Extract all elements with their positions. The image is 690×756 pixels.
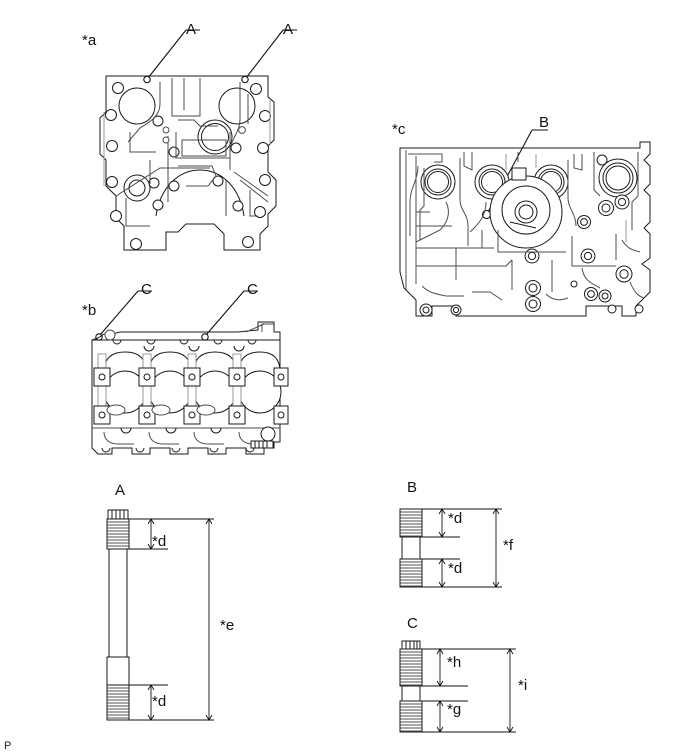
bolt-c-dim-i — [422, 648, 516, 733]
cover-bolt-holes — [105, 82, 271, 250]
bolt-c-dim-label-h: *h — [447, 654, 462, 671]
figure-a-reference-label: *a — [82, 32, 97, 49]
cover-large-bores — [118, 87, 256, 202]
figure-b-reference-label: *b — [82, 302, 97, 319]
cover-outline — [99, 75, 277, 251]
callout-label-b: B — [539, 114, 550, 131]
bolt-a-dim-label-d-bottom: *d — [152, 693, 167, 710]
bolt-b-dim-label-d-bottom: *d — [448, 560, 463, 577]
block-serration-detail — [250, 440, 274, 449]
block-bearing-webs — [93, 353, 289, 425]
block-deck-notches — [104, 329, 257, 352]
block-side-bores — [103, 351, 282, 414]
bolt-a-body — [106, 509, 130, 721]
bolt-b-dim-label-d-top: *d — [448, 510, 463, 527]
bolt-b-drawing — [399, 508, 502, 588]
callout-label-c-left: C — [141, 281, 152, 298]
corner-mark-p: P — [4, 740, 12, 752]
block-lower-skirt — [92, 323, 280, 453]
bolt-a-drawing — [106, 509, 214, 721]
callout-label-c-right: C — [247, 281, 258, 298]
figure-c-reference-label: *c — [392, 121, 406, 138]
callout-leaders-a — [143, 29, 297, 84]
bolt-c-title: C — [407, 615, 418, 632]
figure-c-cylinder-block-top — [399, 129, 651, 317]
bolt-b-dim-label-f: *f — [503, 537, 514, 554]
block-center-boss — [489, 167, 563, 249]
bolt-b-dim-f — [422, 508, 502, 588]
bolt-b-title: B — [407, 479, 418, 496]
bolt-a-dim-label-e: *e — [220, 617, 235, 634]
figure-a-timing-cover — [99, 29, 297, 251]
figure-b-cylinder-block-side — [91, 290, 289, 455]
bolt-a-dim-e — [129, 518, 214, 721]
block-bolt-bosses — [419, 154, 644, 317]
block-interior-detail — [405, 150, 645, 301]
bolt-a-title: A — [115, 482, 126, 499]
cover-interior-detail — [103, 78, 271, 227]
bolt-c-dim-label-g: *g — [447, 701, 462, 718]
bolt-c-dim-label-i: *i — [518, 677, 528, 694]
callout-leaders-c — [95, 290, 258, 341]
bolt-c-body — [399, 640, 423, 733]
bolt-a-dim-label-d-top: *d — [152, 533, 167, 550]
block-outline-c — [399, 141, 651, 317]
bolt-c-drawing — [399, 640, 516, 733]
bolt-b-body — [399, 508, 423, 588]
